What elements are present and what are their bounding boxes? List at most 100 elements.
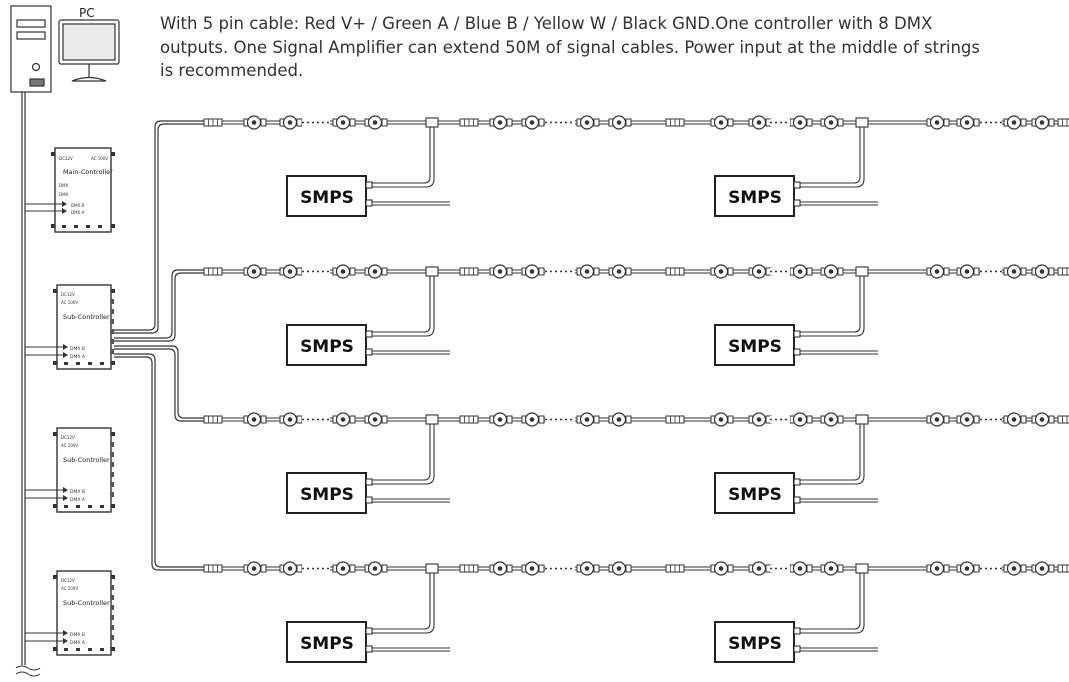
pixel-node: [364, 264, 388, 279]
sub-port-2: AC 100V: [61, 300, 78, 305]
pixel-node: [279, 115, 303, 130]
cable-connector: [459, 564, 479, 573]
pixel-node: [576, 115, 600, 130]
cable-connector: [203, 118, 223, 127]
smps-power-supply: SMPS: [714, 324, 878, 366]
cable-connector: [203, 267, 223, 276]
power-tee: [800, 266, 869, 337]
signal-trunk: [15, 92, 41, 677]
sub-label-dmx-a: DMX A: [70, 354, 86, 360]
pixel-node: [1031, 412, 1055, 427]
pixel-node: [521, 561, 545, 576]
main-label-dmx-1: DMX: [59, 183, 69, 188]
main-port-right: AC 100V: [91, 156, 108, 161]
sub-port-top: DC12V: [61, 292, 75, 297]
cable-connector: [665, 564, 685, 573]
pixel-node: [243, 115, 267, 130]
pixel-node: [820, 412, 844, 427]
pixel-node: [279, 264, 303, 279]
pixel-string-3: [203, 412, 1069, 485]
smps-label: SMPS: [300, 337, 354, 357]
pixel-node: [789, 561, 813, 576]
pixel-node: [748, 561, 772, 576]
sub-label-dmx-b: DMX B: [70, 489, 85, 495]
pixel-node: [243, 561, 267, 576]
sub-controller-title: Sub-Controller: [63, 313, 110, 321]
pc-tower-icon: [10, 5, 52, 93]
sub-port-2: AC 100V: [61, 586, 78, 591]
pixel-node: [820, 264, 844, 279]
pixel-node: [1003, 264, 1027, 279]
pixel-node: [608, 561, 632, 576]
pixel-node: [332, 561, 356, 576]
pixel-node: [1003, 115, 1027, 130]
sub-port-top: DC12V: [61, 435, 75, 440]
pixel-node: [521, 412, 545, 427]
cable-connector: [203, 415, 223, 424]
sub-label-dmx-a: DMX A: [70, 497, 86, 503]
sub-port-top: DC12V: [61, 578, 75, 583]
cable-connector: [459, 415, 479, 424]
cable-connector: [203, 564, 223, 573]
power-tee: [370, 563, 439, 634]
pixel-node: [748, 412, 772, 427]
pixel-node: [956, 561, 980, 576]
smps-power-supply: SMPS: [714, 621, 878, 663]
pc-label: PC: [79, 6, 95, 20]
cable-connector: [459, 118, 479, 127]
pixel-node: [956, 264, 980, 279]
power-tee: [800, 117, 869, 188]
monitor-icon: [58, 19, 120, 82]
sub-label-dmx-b: DMX B: [70, 346, 85, 352]
smps-power-supply: SMPS: [714, 472, 878, 514]
sub-controller-title: Sub-Controller: [63, 456, 110, 464]
pixel-node: [748, 264, 772, 279]
main-controller-title: Main-Controller: [63, 168, 113, 176]
pixel-node: [332, 412, 356, 427]
pixel-node: [332, 264, 356, 279]
output-cables: [114, 120, 204, 571]
pixel-node: [489, 561, 513, 576]
power-tee: [370, 117, 439, 188]
pixel-node: [956, 412, 980, 427]
cable-connector: [1057, 267, 1069, 276]
pixel-node: [364, 561, 388, 576]
main-label-dmx-2: DMX: [59, 192, 69, 197]
smps-power-supply: SMPS: [286, 175, 450, 217]
pixel-node: [489, 264, 513, 279]
pixel-node: [521, 115, 545, 130]
dmx-signal-lead: [25, 346, 67, 356]
cable-connector: [459, 267, 479, 276]
power-tee: [370, 266, 439, 337]
pixel-node: [608, 115, 632, 130]
smps-label: SMPS: [300, 188, 354, 208]
pixel-node: [1003, 412, 1027, 427]
pixel-node: [332, 115, 356, 130]
smps-power-supply: SMPS: [286, 621, 450, 663]
pixel-node: [1031, 561, 1055, 576]
pixel-node: [364, 412, 388, 427]
main-port-left: DC12V: [59, 156, 73, 161]
pixel-node: [926, 412, 950, 427]
dmx-signal-lead: [25, 632, 67, 642]
sub-port-2: AC 100V: [61, 443, 78, 448]
cable-connector: [665, 267, 685, 276]
pixel-node: [608, 412, 632, 427]
smps-power-supply: SMPS: [714, 175, 878, 217]
smps-power-supply: SMPS: [286, 472, 450, 514]
smps-label: SMPS: [300, 634, 354, 654]
cable-connector: [665, 118, 685, 127]
cable-connector: [1057, 118, 1069, 127]
pixel-string-2: [203, 264, 1069, 337]
pixel-node: [789, 264, 813, 279]
smps-label: SMPS: [728, 485, 782, 505]
pixel-node: [710, 264, 734, 279]
pixel-node: [710, 561, 734, 576]
pixel-node: [926, 264, 950, 279]
main-controller: DC12V AC 100V Main-Controller DMX DMX DM…: [25, 147, 115, 233]
pixel-node: [364, 115, 388, 130]
power-tee: [370, 414, 439, 485]
sub-label-dmx-b: DMX B: [70, 632, 85, 638]
